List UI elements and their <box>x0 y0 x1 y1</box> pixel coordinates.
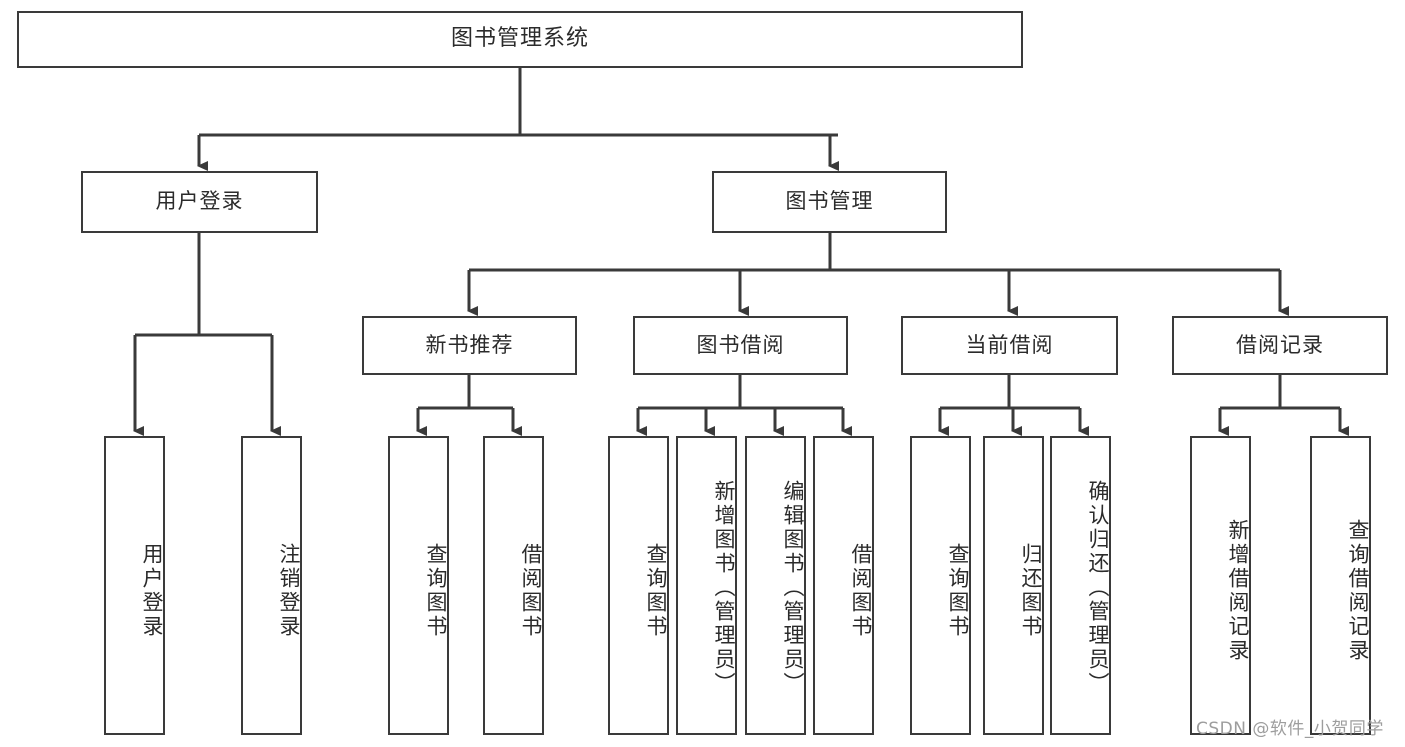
leaf-confirm-return[interactable]: 确认归还（管理员） <box>1050 436 1111 735</box>
leaf-edit-book[interactable]: 编辑图书（管理员） <box>745 436 806 735</box>
leaf-borrow-book-2[interactable]: 借阅图书 <box>813 436 874 735</box>
leaf-query-record[interactable]: 查询借阅记录 <box>1310 436 1371 735</box>
node-book-borrow[interactable]: 图书借阅 <box>633 316 848 375</box>
leaf-query-book-1[interactable]: 查询图书 <box>388 436 449 735</box>
node-new-book-recommend[interactable]: 新书推荐 <box>362 316 577 375</box>
node-current-borrow[interactable]: 当前借阅 <box>901 316 1118 375</box>
node-root[interactable]: 图书管理系统 <box>17 11 1023 68</box>
leaf-user-logout[interactable]: 注销登录 <box>241 436 302 735</box>
leaf-query-book-2[interactable]: 查询图书 <box>608 436 669 735</box>
leaf-add-book[interactable]: 新增图书（管理员） <box>676 436 737 735</box>
leaf-query-book-3[interactable]: 查询图书 <box>910 436 971 735</box>
node-book-manage[interactable]: 图书管理 <box>712 171 947 233</box>
leaf-user-login[interactable]: 用户登录 <box>104 436 165 735</box>
leaf-add-record[interactable]: 新增借阅记录 <box>1190 436 1251 735</box>
leaf-borrow-book-1[interactable]: 借阅图书 <box>483 436 544 735</box>
node-user-login[interactable]: 用户登录 <box>81 171 318 233</box>
leaf-return-book[interactable]: 归还图书 <box>983 436 1044 735</box>
node-borrow-record[interactable]: 借阅记录 <box>1172 316 1388 375</box>
